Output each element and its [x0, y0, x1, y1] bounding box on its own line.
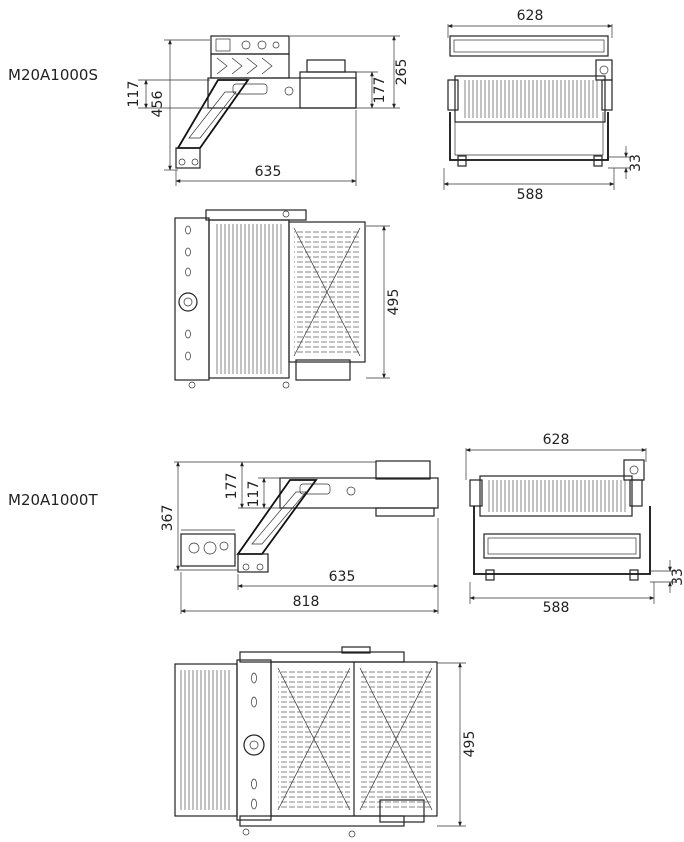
side-view-t: [174, 460, 439, 614]
dim-depth-s: 495: [386, 289, 402, 316]
dim-depth-t: 495: [462, 731, 478, 758]
model-name-s: M20A1000S: [8, 66, 98, 84]
dim-bottom-width-t: 588: [543, 600, 570, 616]
dim-width-s: 635: [255, 164, 282, 180]
model-name-t: M20A1000T: [8, 491, 98, 509]
dim-overall-width-t: 818: [293, 594, 320, 610]
dim-box-height-s: 265: [394, 59, 410, 86]
front-view-t: [465, 448, 676, 604]
dim-height-t: 367: [160, 505, 176, 532]
dim-height-s: 456: [150, 91, 166, 118]
side-view-s: [138, 35, 400, 186]
dim-bracket-s: 117: [126, 81, 142, 108]
dim-top-width-s: 628: [517, 8, 544, 24]
dim-top-width-t: 628: [543, 432, 570, 448]
dim-lamp-height-t: 177: [224, 473, 240, 500]
top-view-s: [174, 209, 390, 389]
dim-bottom-width-s: 588: [517, 187, 544, 203]
top-view-t: [174, 646, 466, 838]
dim-foot-t: 33: [670, 568, 684, 586]
dim-foot-s: 33: [628, 154, 644, 172]
dim-bracket-t: 117: [246, 481, 262, 508]
front-view-s: [443, 24, 630, 190]
dim-width-t: 635: [329, 569, 356, 585]
dim-lamp-height-s: 177: [372, 77, 388, 104]
